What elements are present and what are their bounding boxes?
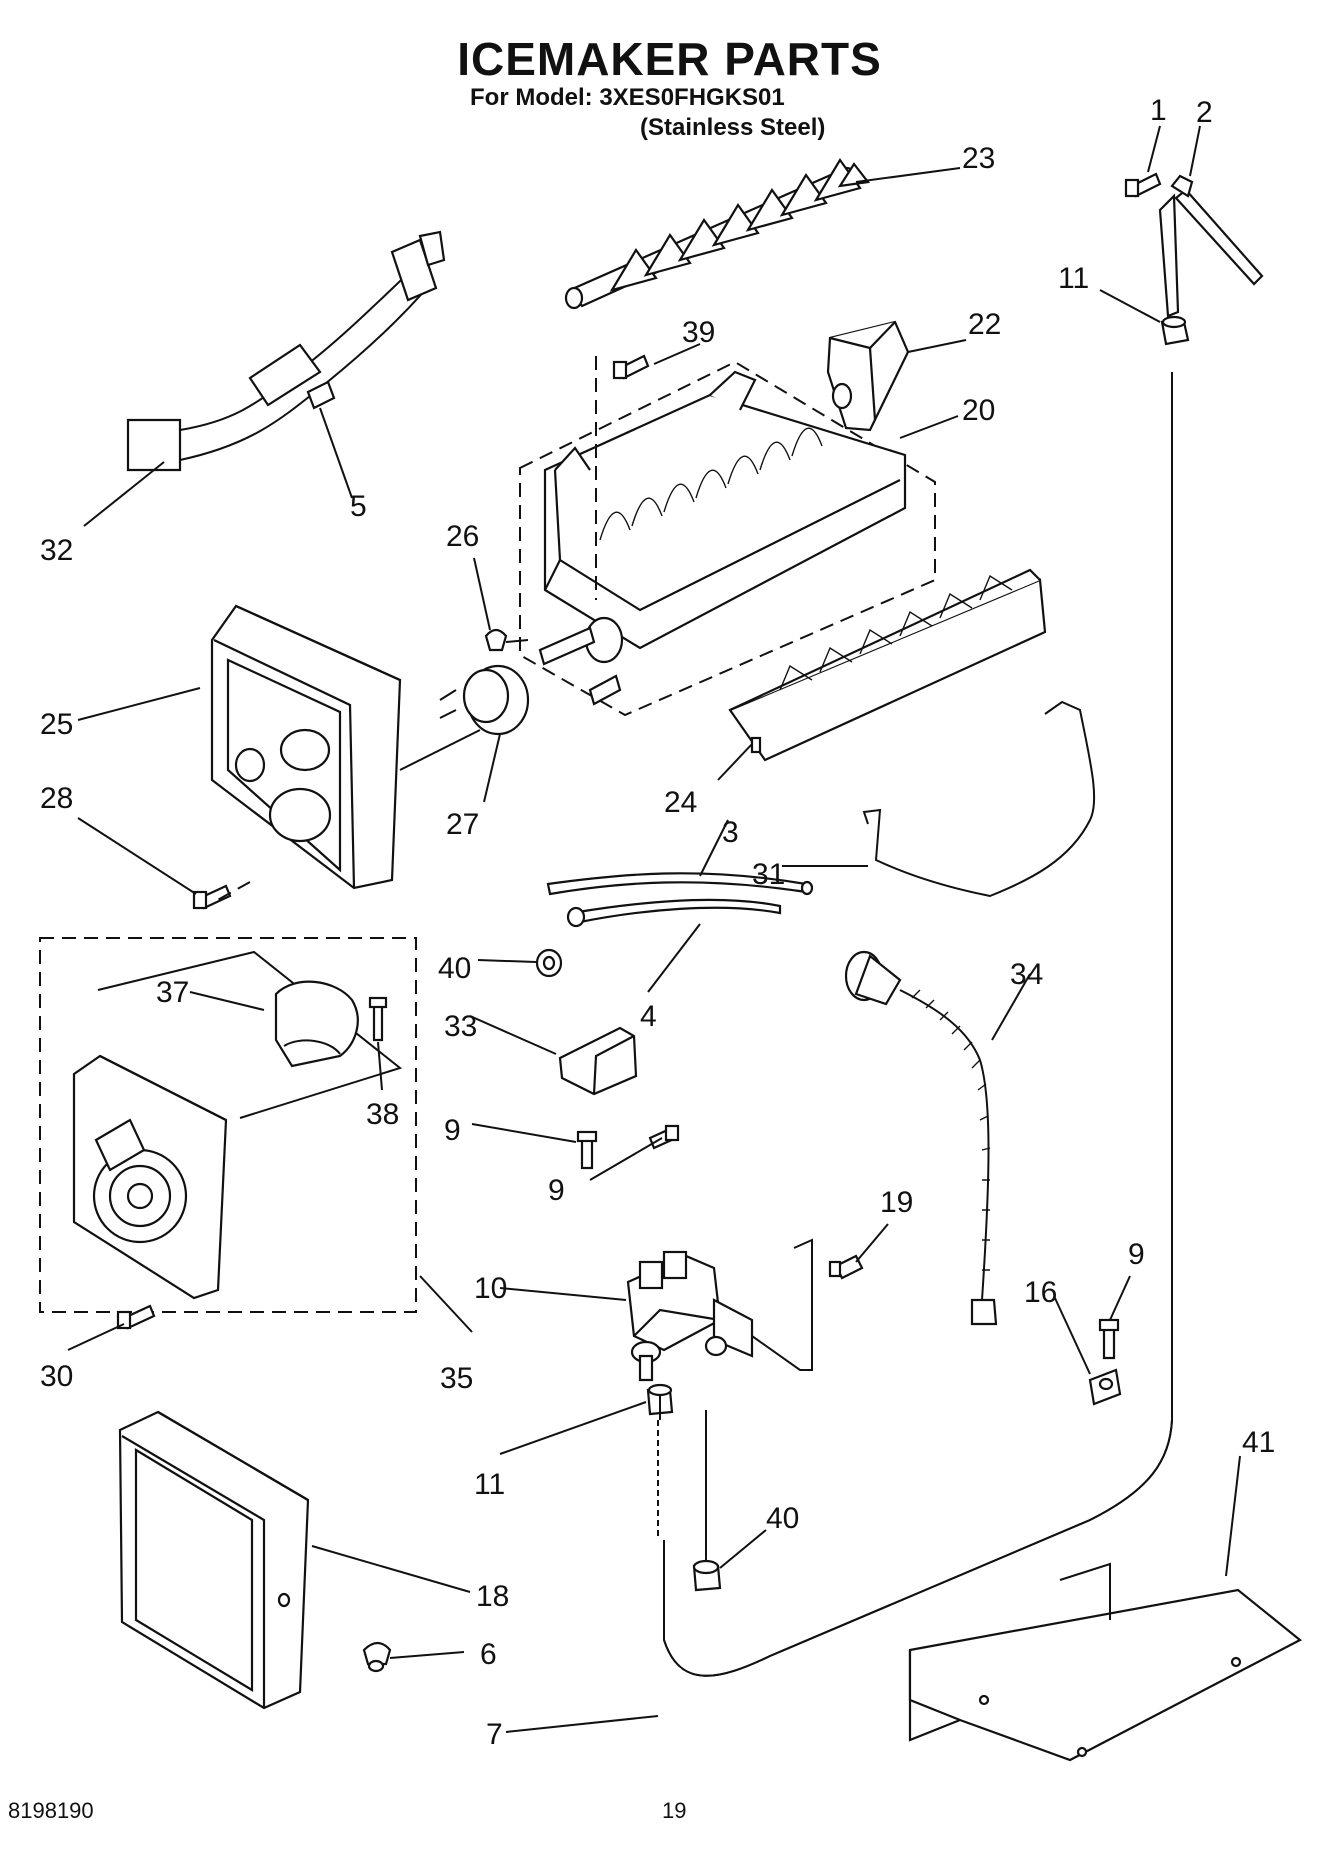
part-6-plug — [362, 1641, 392, 1673]
part-9-screw — [576, 1130, 598, 1170]
part-9-screw — [648, 1124, 680, 1150]
part-27-motor — [439, 664, 530, 736]
part-9-screw — [1098, 1318, 1120, 1360]
part-38-screw — [368, 996, 388, 1042]
part-4-fill-tube — [566, 898, 782, 928]
callout-35: 35 — [440, 1362, 473, 1395]
callout-18: 18 — [476, 1580, 509, 1613]
callout-10: 10 — [474, 1272, 507, 1305]
callout-5: 5 — [350, 490, 367, 523]
part-11-nut — [1160, 315, 1190, 346]
callout-4: 4 — [640, 1000, 657, 1033]
part-31-shutoff-arm — [862, 700, 1096, 898]
callout-19: 19 — [880, 1186, 913, 1219]
callout-9: 9 — [444, 1114, 461, 1147]
part-39-screw — [612, 354, 650, 380]
callout-numbers: 1 2 23 11 39 22 20 5 32 26 25 28 27 24 3… — [40, 94, 1275, 1751]
callout-11: 11 — [1058, 262, 1089, 295]
part-3-fill-tube — [546, 872, 814, 896]
part-34-water-line — [844, 950, 998, 1326]
callout-23: 23 — [962, 142, 995, 175]
callout-37: 37 — [156, 976, 189, 1009]
callout-27: 27 — [446, 808, 479, 841]
part-1-screw — [1124, 172, 1162, 198]
model-line: For Model: 3XES0FHGKS01 — [470, 84, 785, 111]
callout-39: 39 — [682, 316, 715, 349]
callout-leaders — [67, 125, 1241, 1733]
document-number: 8198190 — [8, 1798, 94, 1823]
part-24-stripper — [728, 568, 1047, 762]
callout-6: 6 — [480, 1638, 497, 1671]
assembly-guide-line — [213, 881, 251, 903]
part-35-control-module — [39, 937, 417, 1313]
callout-11: 11 — [474, 1468, 505, 1501]
callout-16: 16 — [1024, 1276, 1057, 1309]
callout-30: 30 — [40, 1360, 73, 1393]
part-25-control-housing — [210, 604, 481, 890]
callout-34: 34 — [1010, 958, 1043, 991]
part-41-valve-shield — [908, 1562, 1302, 1762]
part-32-wire-harness — [126, 230, 446, 472]
callout-25: 25 — [40, 708, 73, 741]
part-16-clamp — [1088, 1368, 1122, 1406]
part-20-ice-mold — [519, 360, 936, 717]
callout-40: 40 — [766, 1502, 799, 1535]
callout-22: 22 — [968, 308, 1001, 341]
part-28-screw — [192, 884, 232, 910]
callout-28: 28 — [40, 782, 73, 815]
callout-32: 32 — [40, 534, 73, 567]
part-18-cover — [118, 1410, 310, 1710]
callout-33: 33 — [444, 1010, 477, 1043]
callout-9: 9 — [1128, 1238, 1145, 1271]
part-30-screw — [116, 1304, 156, 1330]
callout-26: 26 — [446, 520, 479, 553]
part-23-ejector-rake — [564, 157, 871, 310]
part-22-fill-cup — [826, 320, 910, 432]
part-2-fill-tube-support — [1158, 174, 1264, 318]
callout-1: 1 — [1150, 94, 1167, 127]
part-26-clip — [484, 628, 529, 652]
part-37-motor-cover — [274, 980, 359, 1068]
part-7-water-tube — [657, 372, 1173, 1677]
callout-2: 2 — [1196, 96, 1213, 129]
finish-line: (Stainless Steel) — [640, 114, 826, 141]
part-33-bracket — [558, 1026, 638, 1096]
callout-31: 31 — [752, 858, 785, 891]
page-number: 19 — [662, 1798, 687, 1823]
callout-41: 41 — [1242, 1426, 1275, 1459]
callout-38: 38 — [366, 1098, 399, 1131]
callout-40: 40 — [438, 952, 471, 985]
part-40-nut — [692, 1559, 722, 1592]
callout-24: 24 — [664, 786, 697, 819]
callout-3: 3 — [722, 816, 739, 849]
part-10-water-valve — [626, 1238, 813, 1382]
part-40-nut — [535, 948, 563, 978]
page-title: ICEMAKER PARTS — [457, 33, 882, 85]
callout-7: 7 — [486, 1718, 503, 1751]
callout-9: 9 — [548, 1174, 565, 1207]
callout-20: 20 — [962, 394, 995, 427]
